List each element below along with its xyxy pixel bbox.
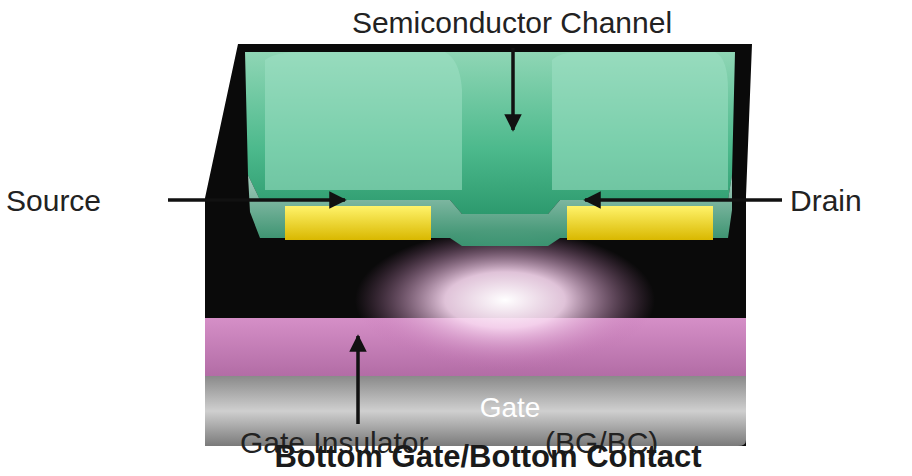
leader-arrow <box>168 198 345 202</box>
channel-glow <box>355 230 655 370</box>
semiconductor-edge <box>248 175 732 246</box>
leader-arrow <box>511 48 515 130</box>
semiconductor-bump <box>552 52 728 190</box>
part-label: Semiconductor Channel <box>352 8 672 38</box>
semiconductor-layer <box>245 52 735 214</box>
caption: Bottom Gate/Bottom Contact <box>274 441 701 472</box>
semiconductor-bump <box>265 52 462 190</box>
leader-arrow <box>356 336 360 424</box>
substrate <box>205 44 752 446</box>
source-contact <box>285 206 431 240</box>
gate-band-label-box: Gate <box>474 386 547 430</box>
layer-name: Gate <box>480 392 541 424</box>
part-label: Drain <box>790 186 862 216</box>
drain-contact <box>567 206 713 240</box>
leader-arrow <box>585 198 782 202</box>
part-label: Source <box>6 186 101 216</box>
